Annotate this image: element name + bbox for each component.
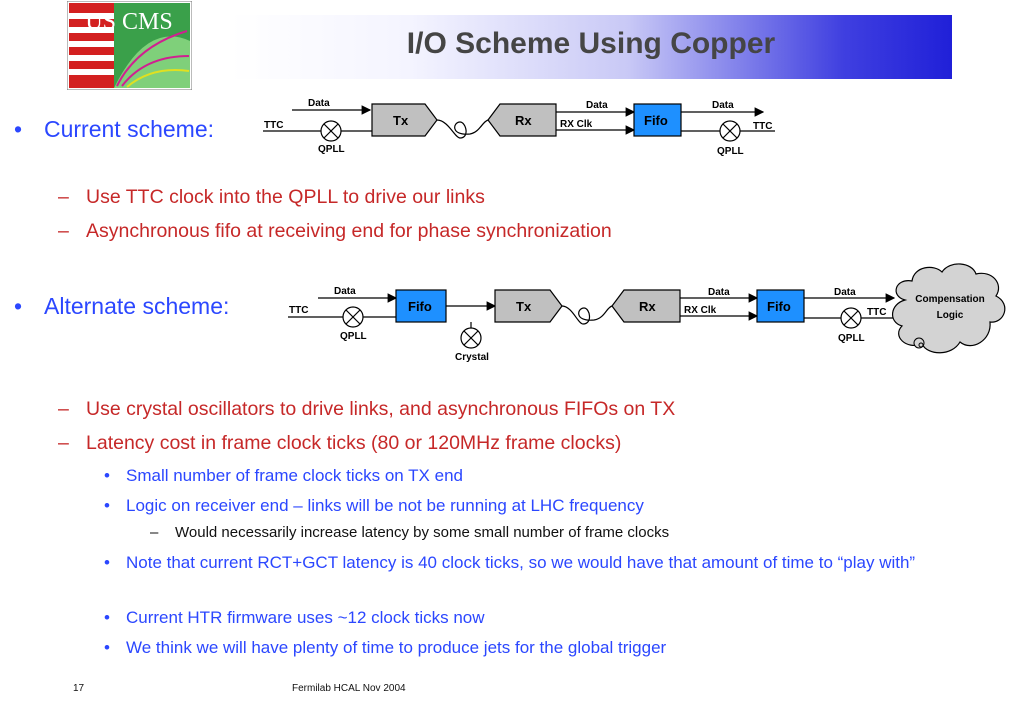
fifo-block: Fifo [395,289,447,323]
data-label: Data [586,100,608,111]
ttc-label: TTC [867,307,886,318]
compensation-label: Compensation [915,294,984,305]
rx-clk-label: RX Clk [684,305,717,316]
ttc-label: TTC [289,305,308,316]
dot-bullet: •Small number of frame clock ticks on TX… [104,466,463,485]
alternate-scheme-diagram: Data TTC QPLL Fifo Tx Crystal Rx [288,263,1006,363]
sub-bullet: –Latency cost in frame clock ticks (80 o… [58,432,622,454]
svg-text:Fifo: Fifo [767,299,791,314]
svg-text:Fifo: Fifo [644,113,668,128]
page-number: 17 [73,683,85,694]
qpll-icon [719,120,741,142]
data-label: Data [334,286,356,297]
sub-bullet: –Use TTC clock into the QPLL to drive ou… [58,186,485,208]
data-label: Data [834,287,856,298]
tx-block: Tx [494,289,563,323]
rx-block: Rx [487,103,557,137]
logo-text: US CMS [85,9,172,35]
current-scheme-text: Current scheme: [44,116,215,142]
qpll-label: QPLL [340,331,367,342]
sub-bullet: –Use crystal oscillators to drive links,… [58,398,676,420]
ttc-label: TTC [753,121,772,132]
svg-text:Rx: Rx [515,113,532,128]
svg-text:Tx: Tx [393,113,409,128]
rx-block: Rx [611,289,681,323]
ttc-label: TTC [264,120,283,131]
uscms-logo: US CMS [67,1,192,90]
qpll-icon [840,307,862,329]
svg-text:Rx: Rx [639,299,656,314]
svg-text:Fifo: Fifo [408,299,432,314]
qpll-label: QPLL [838,333,865,344]
rx-clk-label: RX Clk [560,119,593,130]
qpll-icon [342,306,364,328]
alternate-scheme-text: Alternate scheme: [44,293,230,319]
qpll-label: QPLL [318,144,345,155]
fifo-block: Fifo [756,289,805,323]
qpll-label: QPLL [717,146,744,157]
tx-block: Tx [371,103,438,137]
qpll-icon [320,120,342,142]
current-scheme-diagram: Data TTC QPLL Tx Rx Data RX Clk Fifo Dat… [263,98,775,157]
dash-bullet: –Would necessarily increase latency by s… [150,524,670,541]
compensation-logic-cloud: Compensation Logic [892,263,1006,354]
logic-label: Logic [937,310,964,321]
copper-cable-icon [561,305,613,325]
crystal-icon [460,327,482,349]
dot-bullet: •Current HTR firmware uses ~12 clock tic… [104,608,485,627]
footer-event: Fermilab HCAL Nov 2004 [292,683,406,694]
bullet-alternate-scheme: •Alternate scheme: [14,293,230,319]
dot-bullet: •Logic on receiver end – links will be n… [104,496,644,515]
slide-title: I/O Scheme Using Copper [406,27,776,60]
copper-cable-icon [436,119,489,139]
dot-bullet: •Note that current RCT+GCT latency is 40… [104,553,916,572]
data-label: Data [708,287,730,298]
title-bar [230,15,952,79]
data-label: Data [712,100,734,111]
fifo-block: Fifo [633,103,682,137]
dot-bullet: •We think we will have plenty of time to… [104,638,667,657]
bullet-current-scheme: •Current scheme: [14,116,215,142]
crystal-label: Crystal [455,352,489,363]
sub-bullet: –Asynchronous fifo at receiving end for … [58,220,612,242]
data-label: Data [308,98,330,109]
svg-text:Tx: Tx [516,299,532,314]
